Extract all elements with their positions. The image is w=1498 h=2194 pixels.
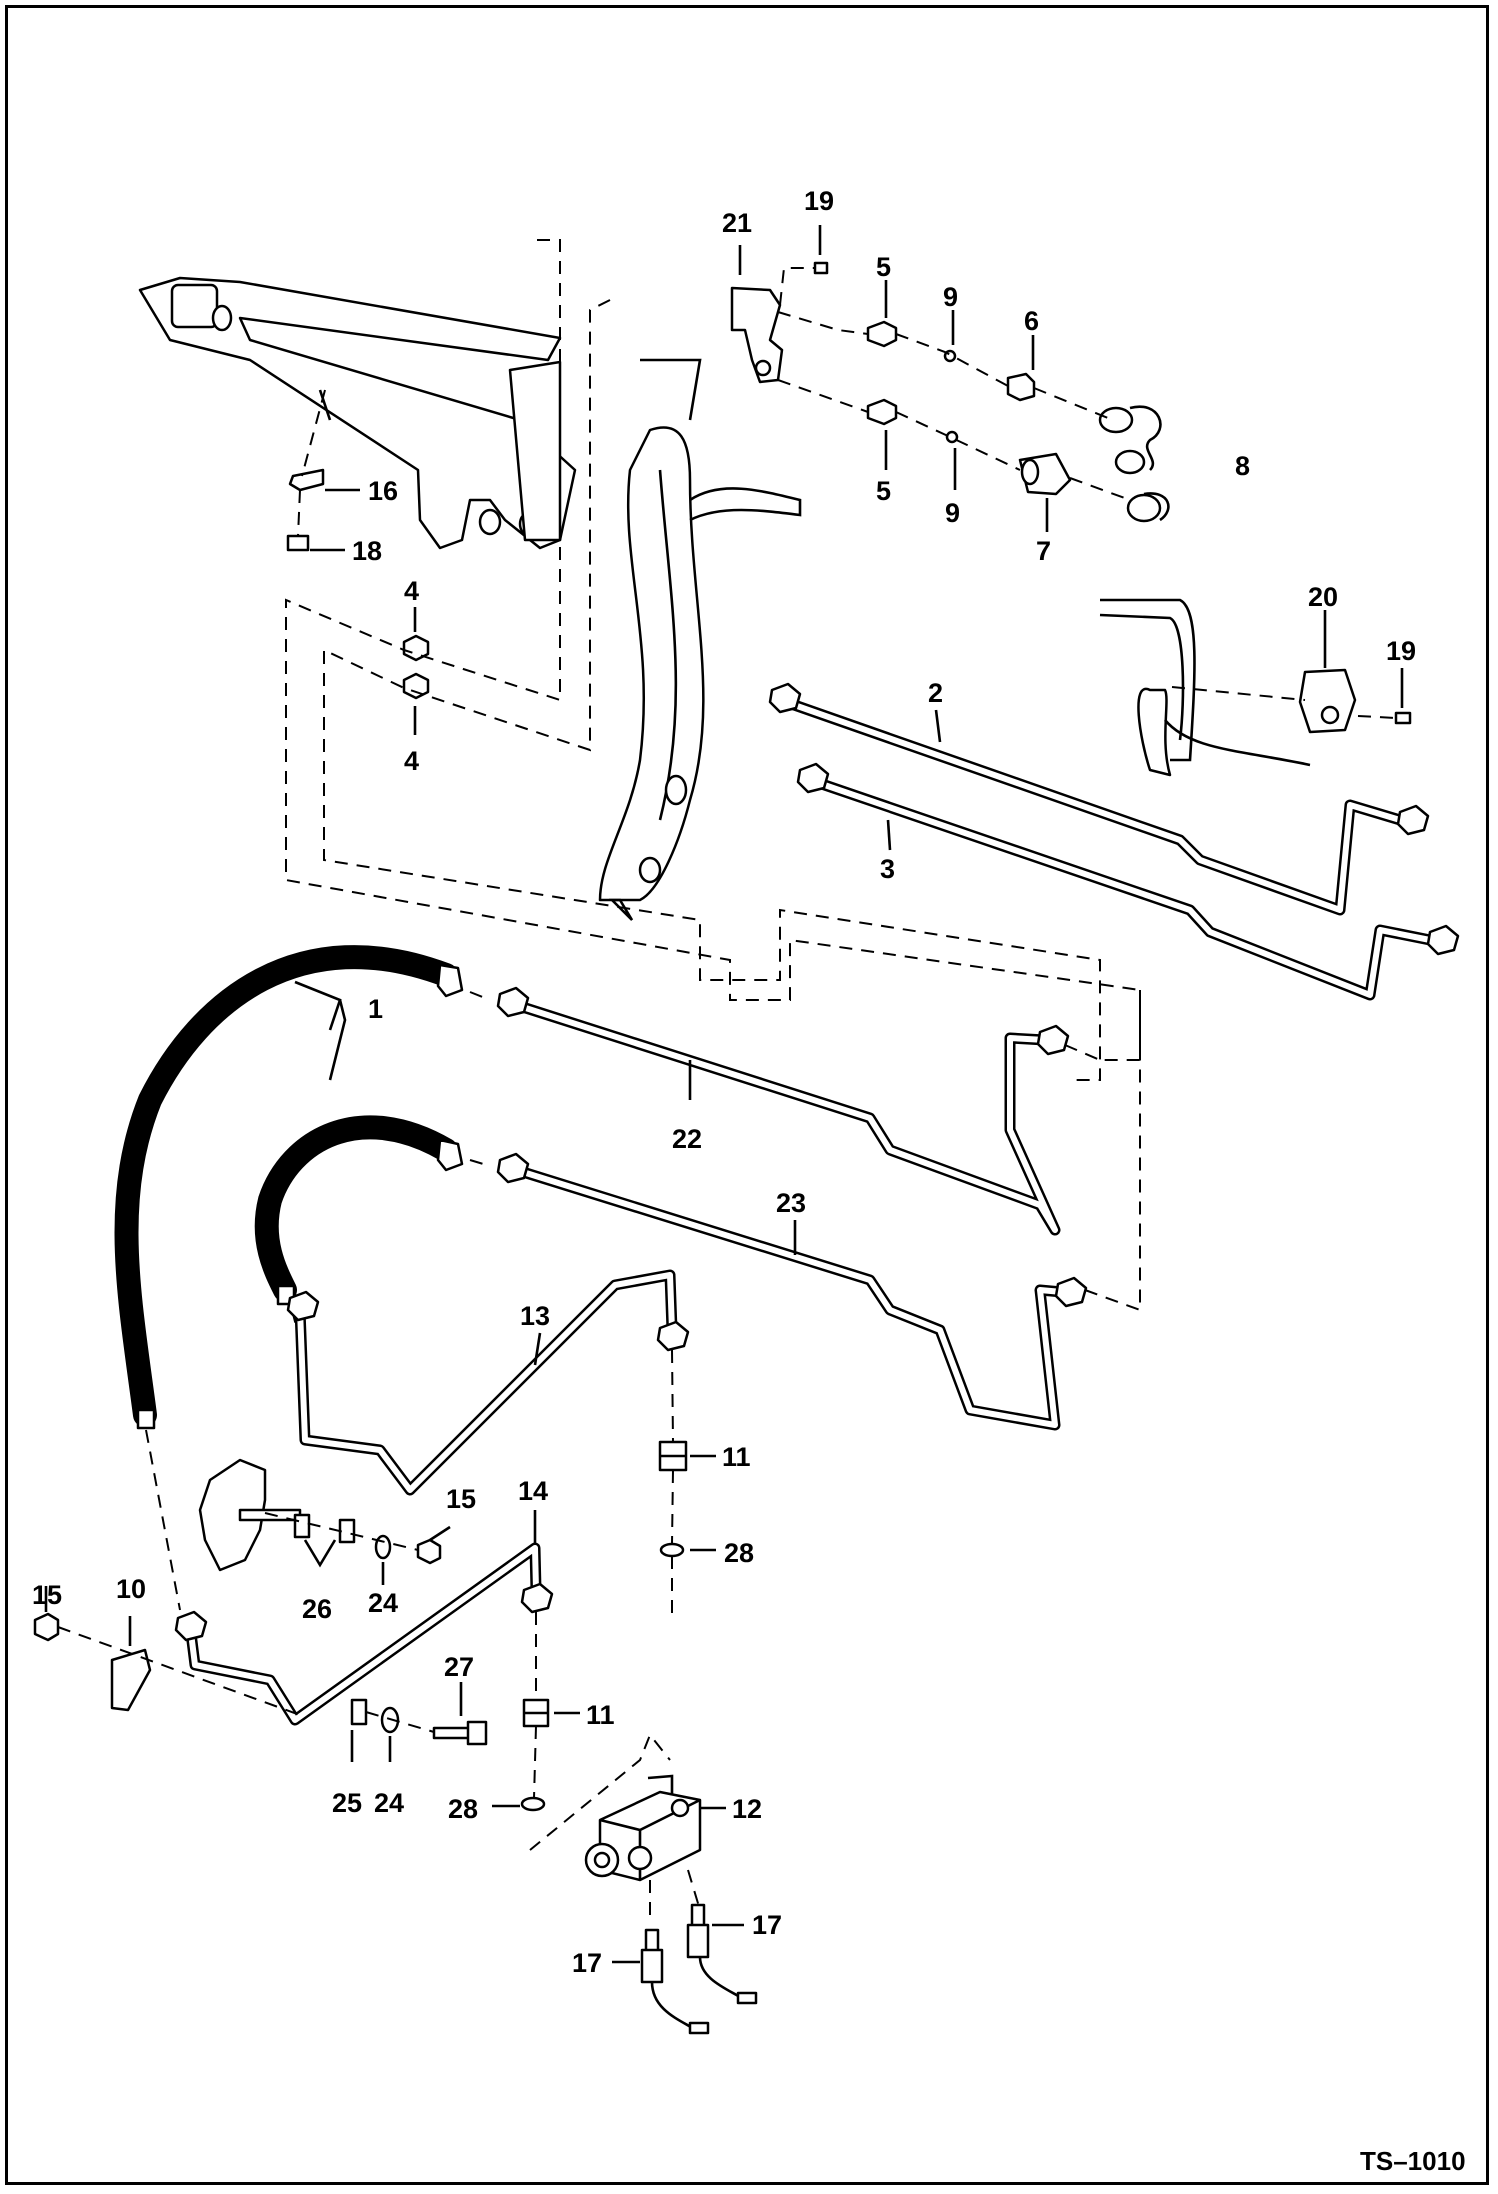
clamp-26-b (338, 1518, 356, 1544)
callout-3: 3 (880, 854, 895, 884)
callout-labels: 1 2 3 4 4 5 5 6 7 8 9 9 10 11 11 12 13 1… (32, 186, 1416, 1978)
fitting-5-upper (866, 320, 898, 348)
bolt-19-right (1394, 711, 1412, 725)
sensor-17-left (640, 1928, 710, 2035)
callout-28-lower: 28 (448, 1794, 478, 1824)
callout-4-lower: 4 (404, 746, 419, 776)
callout-26: 26 (302, 1594, 332, 1624)
leader-lines (44, 225, 1404, 1964)
callout-12: 12 (732, 1794, 762, 1824)
tube-22 (496, 986, 1070, 1236)
callout-1: 1 (368, 994, 383, 1024)
callout-25: 25 (332, 1788, 362, 1818)
callout-6: 6 (1024, 306, 1039, 336)
callout-21: 21 (722, 208, 752, 238)
callout-15-upper: 15 (446, 1484, 476, 1514)
tube-14 (174, 1542, 554, 1726)
nut-15-left (33, 1612, 60, 1642)
bolt-19-top (813, 261, 829, 275)
callout-24-lower: 24 (374, 1788, 404, 1818)
drawing-reference: TS–1010 (1360, 2146, 1466, 2176)
callout-28-upper: 28 (724, 1538, 754, 1568)
tube-2 (768, 682, 1430, 916)
bracket-20 (1298, 668, 1357, 734)
fitting-11-upper (658, 1440, 688, 1472)
oring-9-lower (945, 430, 959, 444)
sensor-17-right (686, 1903, 758, 2005)
callout-9-upper: 9 (943, 282, 958, 312)
callout-27: 27 (444, 1652, 474, 1682)
callout-16: 16 (368, 476, 398, 506)
fitting-11-lower (522, 1698, 550, 1728)
tube-13 (286, 1269, 690, 1496)
clamp-25 (350, 1698, 368, 1726)
clip-16 (288, 468, 325, 492)
clamp-10 (110, 1648, 152, 1712)
caps-8 (1098, 405, 1170, 523)
callout-18: 18 (352, 536, 382, 566)
callout-11-lower: 11 (586, 1700, 615, 1730)
tube-3 (796, 762, 1460, 1001)
callout-7: 7 (1036, 536, 1051, 566)
callout-19-right: 19 (1386, 636, 1416, 666)
callout-20: 20 (1308, 582, 1338, 612)
callout-5-lower: 5 (876, 476, 891, 506)
oring-28-lower (520, 1796, 546, 1812)
callout-13: 13 (520, 1301, 550, 1331)
tube-23 (496, 1152, 1088, 1431)
nut-4-lower (402, 672, 430, 700)
clamp-26-a (293, 1513, 311, 1539)
callout-11-upper: 11 (722, 1442, 751, 1472)
callout-10: 10 (116, 1574, 146, 1604)
diagram-frame (5, 5, 1489, 2185)
callout-15-left: 15 (32, 1580, 62, 1610)
nut-15-upper (416, 1538, 442, 1565)
callout-17-left: 17 (572, 1948, 602, 1978)
nut-4-upper (402, 634, 430, 662)
callout-24-upper: 24 (368, 1588, 398, 1618)
callout-2: 2 (928, 678, 943, 708)
nut-18 (286, 534, 310, 552)
fitting-5-lower (866, 398, 898, 426)
callout-17-right: 17 (752, 1910, 782, 1940)
callout-23: 23 (776, 1188, 806, 1218)
callout-4-upper: 4 (404, 576, 419, 606)
callout-5-upper: 5 (876, 252, 891, 282)
hose-1 (114, 945, 464, 1430)
callout-22: 22 (672, 1124, 702, 1154)
callout-9-lower: 9 (945, 498, 960, 528)
lift-arm (138, 276, 577, 550)
frame-corner (1099, 598, 1311, 777)
coupler-6 (1006, 372, 1036, 402)
washer-24-upper (374, 1534, 392, 1560)
valve-12 (584, 1774, 702, 1882)
callout-19-top: 19 (804, 186, 834, 216)
callout-8: 8 (1235, 451, 1250, 481)
bolt-27 (432, 1720, 488, 1746)
oring-28-upper (659, 1542, 685, 1558)
bracket-21 (730, 286, 784, 384)
callout-14: 14 (518, 1476, 548, 1506)
arm-plate (598, 358, 802, 921)
mount-plate (198, 1458, 302, 1572)
coupler-7 (1018, 452, 1072, 496)
